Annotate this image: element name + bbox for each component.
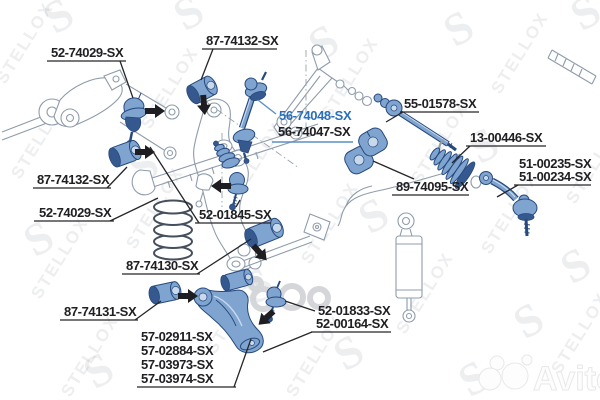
part-label: 52-01833-SX (318, 303, 391, 318)
rack-tube-art (547, 49, 597, 85)
avito-watermark: Avito (478, 354, 600, 399)
shock-absorber-art (395, 212, 423, 323)
coil-spring-art (153, 199, 193, 261)
bushing-87-74130 (244, 217, 284, 249)
svg-text:S: S (435, 0, 483, 57)
svg-text:S: S (505, 292, 553, 349)
control-arm-57-02911 (193, 268, 264, 354)
part-label: 13-00446-SX (470, 130, 543, 145)
bushing-87-74132-top (186, 75, 218, 105)
part-label: 89-74095-SX (396, 179, 469, 194)
part-label: 52-74029-SX (51, 45, 124, 60)
steering-rack-art (273, 44, 373, 140)
part-label: 52-01845-SX (199, 207, 272, 222)
inner-tie-rod-55-01578 (373, 93, 457, 152)
steering-boot-13-00446 (429, 147, 476, 189)
svg-text:S: S (562, 0, 600, 41)
part-label: 57-02884-SX (141, 343, 214, 358)
part-label-highlighted: 56-74048-SX (279, 108, 352, 123)
tie-rod-end-51-00235 (479, 171, 538, 237)
avito-logo-icon (478, 367, 502, 391)
label-pointer-lines (33, 48, 591, 388)
part-label: 87-74131-SX (64, 304, 137, 319)
part-label: 51-00235-SX (519, 156, 592, 171)
part-label: 56-74047-SX (278, 124, 351, 139)
subframe-assembly-art (1, 69, 180, 160)
svg-text:S: S (350, 187, 398, 244)
svg-text:S: S (552, 237, 600, 294)
part-label: 55-01578-SX (404, 96, 477, 111)
part-label: 87-74132-SX (206, 33, 279, 48)
part-label: 57-03974-SX (141, 371, 214, 386)
part-label: 57-02911-SX (141, 329, 213, 344)
stabilizer-bar-art (226, 171, 449, 272)
stabilizer-bushings-89-74095 (344, 127, 388, 175)
part-label: 52-00164-SX (316, 316, 389, 331)
avito-logo-icon (501, 362, 529, 390)
part-labels: 52-74029-SX 87-74132-SX 56-74048-SX 56-7… (37, 33, 592, 386)
svg-text:S: S (165, 0, 213, 41)
stabilizer-link-56-74048 (232, 71, 268, 164)
construction-lines (204, 50, 307, 207)
bushing-87-74131 (148, 281, 182, 305)
part-label: 87-74132-SX (37, 172, 110, 187)
bump-stop-52-01845 (213, 140, 240, 169)
part-label: 52-74029-SX (39, 205, 112, 220)
part-label: 87-74130-SX (126, 258, 199, 273)
svg-text:STELLOX: STELLOX (487, 9, 552, 97)
avito-logo-icon (521, 354, 533, 366)
avito-text: Avito (533, 360, 600, 398)
part-label: 57-03973-SX (141, 357, 214, 372)
part-label: 51-00234-SX (519, 169, 592, 184)
ball-joint-blue-small (227, 172, 249, 211)
